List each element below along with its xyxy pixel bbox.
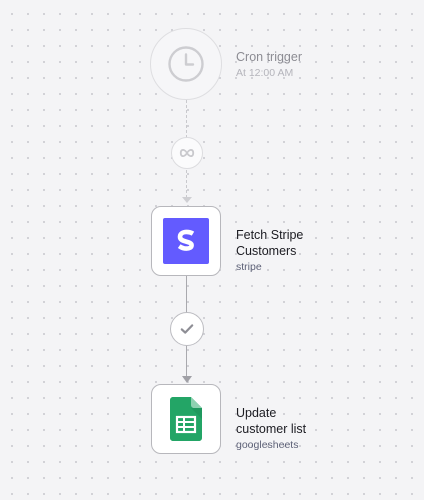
checkmark-icon (180, 324, 194, 334)
stripe-logo-icon (163, 218, 209, 264)
google-sheets-logo-icon (170, 397, 202, 441)
step-app-name: stripe (236, 261, 262, 273)
update-customer-list-label: Update customer list googlesheets (236, 405, 306, 452)
step-title-line: Customers (236, 244, 297, 258)
step-app-name: googlesheets (236, 439, 299, 451)
step-title-line: Fetch Stripe (236, 228, 304, 242)
connector-arrow-head (181, 197, 192, 203)
cron-trigger-node[interactable] (150, 28, 222, 100)
trigger-schedule: At 12:00 AM (236, 67, 294, 79)
step-title: Fetch Stripe Customers (236, 227, 303, 259)
clock-icon (168, 46, 204, 82)
cron-trigger-label: Cron trigger At 12:00 AM (236, 49, 302, 80)
loop-badge[interactable] (171, 137, 203, 169)
infinity-icon (179, 149, 195, 157)
step-title-line: customer list (236, 422, 307, 436)
trigger-title: Cron trigger (236, 50, 302, 64)
update-customer-list-node[interactable] (151, 384, 221, 454)
step-title-line: Update (236, 406, 277, 420)
connector-arrow-head (181, 376, 192, 383)
step-title: Update customer list (236, 405, 306, 437)
fetch-stripe-customers-node[interactable] (151, 206, 221, 276)
success-badge[interactable] (170, 312, 204, 346)
fetch-stripe-customers-label: Fetch Stripe Customers stripe (236, 227, 303, 274)
